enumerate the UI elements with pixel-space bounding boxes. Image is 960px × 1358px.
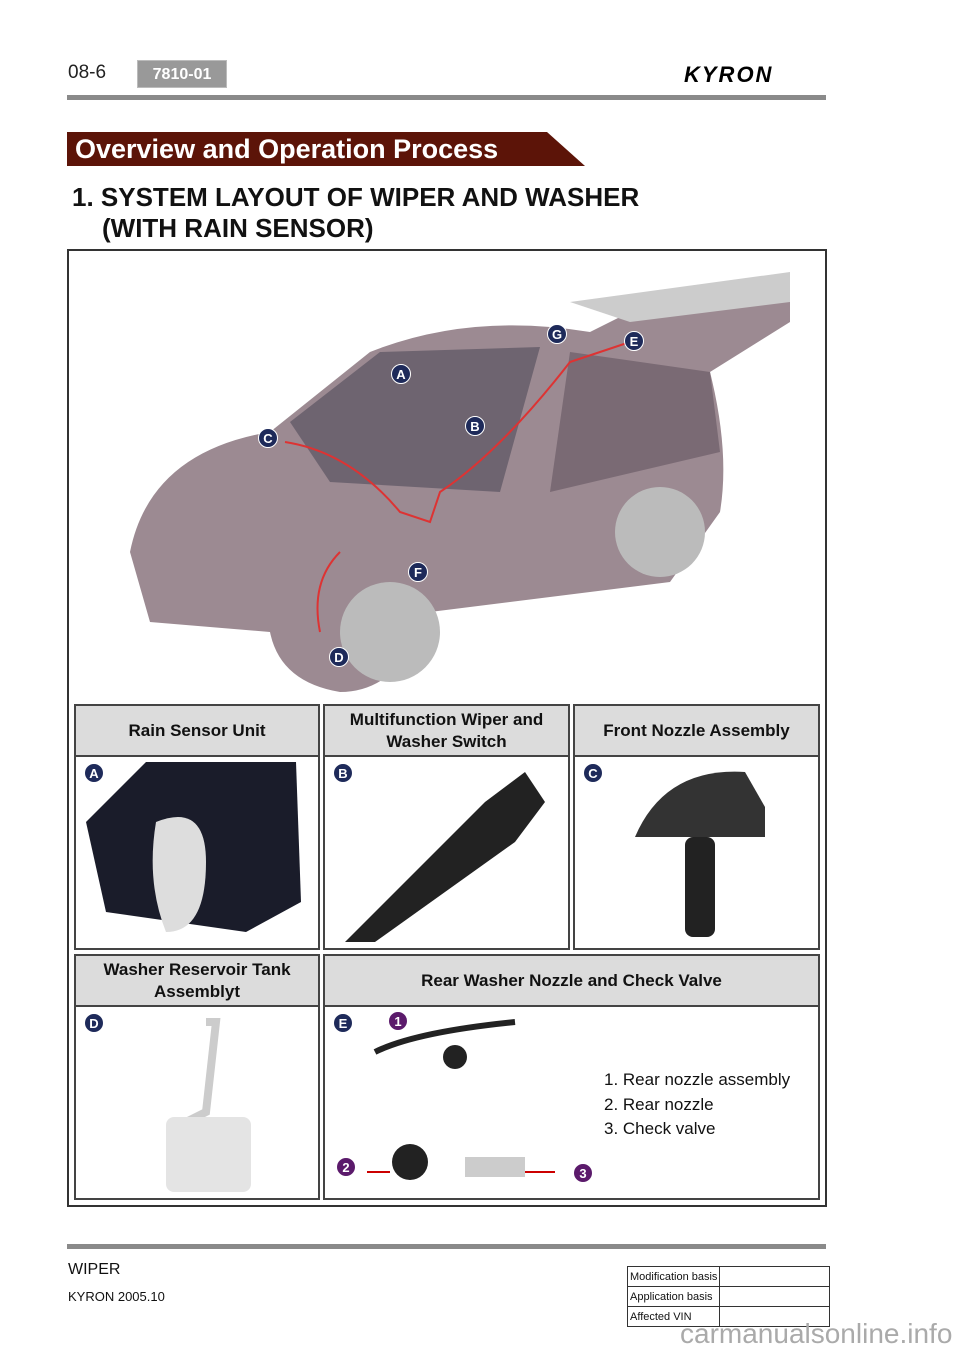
parts-list-item: 3. Check valve: [604, 1119, 716, 1138]
affected-vin-label: Affected VIN: [626, 1306, 721, 1327]
section-banner: Overview and Operation Process: [67, 132, 585, 166]
layout-frame: [67, 249, 827, 1207]
diagram-label-g: G: [547, 324, 567, 344]
application-basis-label: Application basis: [626, 1286, 721, 1307]
wiper-switch-image: B: [323, 755, 570, 950]
footer-section: WIPER: [68, 1261, 121, 1278]
watermark: carmanualsonline.info: [680, 1318, 953, 1349]
heading-line-1: 1. SYSTEM LAYOUT OF WIPER AND WASHER: [72, 182, 640, 212]
label-a: A: [84, 763, 104, 783]
rear-washer-header: Rear Washer Nozzle and Check Valve: [323, 954, 820, 1007]
label-d: D: [84, 1013, 104, 1033]
modification-basis-label: Modification basis: [626, 1266, 721, 1287]
banner-title: Overview and Operation Process: [75, 134, 499, 164]
diagram-label-c: C: [258, 428, 278, 448]
modification-basis-value: [719, 1266, 831, 1287]
car-illustration: [130, 272, 790, 692]
front-nozzle-header: Front Nozzle Assembly: [573, 704, 820, 757]
front-nozzle-image: C: [573, 755, 820, 950]
footer-divider: [67, 1244, 826, 1249]
page-heading: 1. SYSTEM LAYOUT OF WIPER AND WASHER(WIT…: [72, 182, 639, 244]
affected-vin-value: [719, 1306, 831, 1327]
label-e: E: [333, 1013, 353, 1033]
label-c: C: [583, 763, 603, 783]
application-basis-value: [719, 1286, 831, 1307]
parts-list: 1. Rear nozzle assembly 2. Rear nozzle 3…: [604, 1068, 790, 1142]
footer-model: KYRON 2005.10: [68, 1289, 165, 1304]
label-b: B: [333, 763, 353, 783]
diagram-label-e: E: [624, 331, 644, 351]
header-divider: [67, 95, 826, 100]
wiper-switch-header: Multifunction Wiper and Washer Switch: [323, 704, 570, 757]
page-number: 08-6: [68, 62, 107, 83]
diagram-label-d: D: [329, 647, 349, 667]
part-number-2: 2: [336, 1157, 356, 1177]
diagram-label-a: A: [391, 364, 411, 384]
parts-list-item: 2. Rear nozzle: [604, 1094, 714, 1114]
vehicle-layout-illustration: A B C D E F G: [70, 252, 822, 700]
part-number-3: 3: [573, 1163, 593, 1183]
parts-list-item: 1. Rear nozzle assembly: [604, 1070, 791, 1089]
washer-reservoir-image: D: [74, 1005, 320, 1200]
rain-sensor-image: A: [74, 755, 320, 950]
heading-line-2: (WITH RAIN SENSOR): [102, 213, 374, 243]
rear-washer-image: E 1 2 3 1. Rear nozzle assembly 2. Rear …: [323, 1005, 820, 1200]
section-code-badge: 7810-01: [137, 60, 227, 88]
diagram-label-b: B: [465, 416, 485, 436]
kyron-logo: KYRON: [684, 62, 774, 87]
washer-reservoir-header: Washer Reservoir Tank Assemblyt: [74, 954, 320, 1007]
rain-sensor-header: Rain Sensor Unit: [74, 704, 320, 757]
diagram-label-f: F: [408, 562, 428, 582]
part-number-1: 1: [388, 1011, 408, 1031]
revision-table: Modification basis Application basis Aff…: [626, 1266, 831, 1327]
